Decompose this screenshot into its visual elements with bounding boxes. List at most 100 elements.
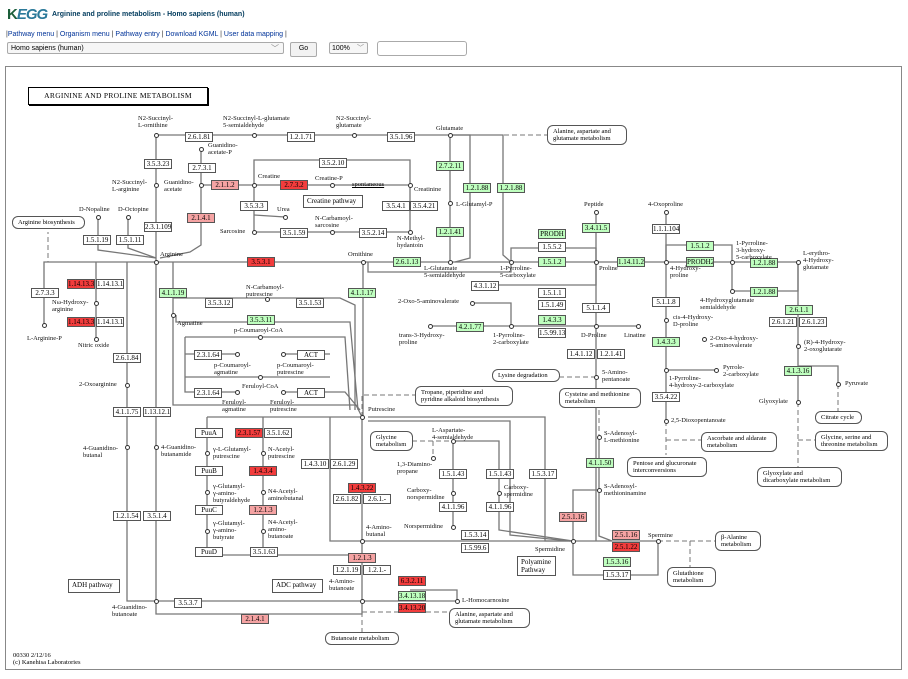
enzyme-box[interactable]: 2.6.1.84 (113, 353, 141, 363)
enzyme-box[interactable]: 1.4.3.4 (249, 466, 277, 476)
compound-node[interactable] (729, 288, 735, 294)
enzyme-box[interactable]: 4.1.1.50 (586, 458, 614, 468)
compound-node[interactable] (359, 414, 365, 420)
enzyme-box[interactable]: 3.5.1.96 (387, 132, 415, 142)
compound-node[interactable] (204, 450, 210, 456)
map-link[interactable]: Tropane, piperidine and pyridine alkaloi… (415, 386, 513, 406)
enzyme-box[interactable]: 4.1.1.17 (348, 288, 376, 298)
compound-node[interactable] (257, 334, 263, 340)
enzyme-box[interactable]: 2.6.1.81 (185, 132, 213, 142)
enzyme-box[interactable]: 1.4.3.22 (348, 483, 376, 493)
enzyme-box[interactable]: 1.14.13.39 (67, 317, 95, 327)
enzyme-box[interactable]: 2.3.1.64 (194, 388, 222, 398)
enzyme-box[interactable]: 1.2.1.3 (348, 553, 376, 563)
compound-node[interactable] (198, 146, 204, 152)
compound-node[interactable] (454, 598, 460, 604)
enzyme-box[interactable]: 2.6.1.23 (799, 317, 827, 327)
compound-node[interactable] (447, 259, 453, 265)
compound-node[interactable] (450, 490, 456, 496)
compound-node[interactable] (251, 132, 257, 138)
enzyme-box[interactable]: 1.5.1.19 (83, 235, 111, 245)
enzyme-box[interactable]: PRODH2 (686, 257, 714, 267)
compound-node[interactable] (593, 209, 599, 215)
enzyme-box[interactable]: 2.1.4.1 (187, 213, 215, 223)
enzyme-box[interactable]: 2.7.3.3 (31, 288, 59, 298)
compound-node[interactable] (153, 598, 159, 604)
compound-node[interactable] (359, 598, 365, 604)
menu-user-data-mapping[interactable]: User data mapping (223, 31, 284, 38)
compound-node[interactable] (124, 444, 130, 450)
map-link[interactable]: Glycine, serine and threonine metabolism (815, 431, 888, 451)
compound-node[interactable] (407, 229, 413, 235)
compound-node[interactable] (260, 450, 266, 456)
enzyme-box[interactable]: 5.1.1.4 (582, 303, 610, 313)
enzyme-box[interactable]: 2.6.1.29 (330, 459, 358, 469)
compound-node[interactable] (153, 132, 159, 138)
compound-node[interactable] (198, 182, 204, 188)
compound-node[interactable] (663, 259, 669, 265)
map-link[interactable]: Cysteine and methionine metabolism (559, 388, 641, 408)
enzyme-box[interactable]: 4.2.1.77 (456, 322, 484, 332)
compound-node[interactable] (280, 351, 286, 357)
organism-select[interactable]: Homo sapiens (human)﹀ (7, 42, 284, 54)
enzyme-box[interactable]: 1.4.1.12 (567, 349, 595, 359)
enzyme-box[interactable]: ACT (297, 388, 325, 398)
enzyme-box[interactable]: 2.3.1.109 (144, 222, 172, 232)
enzyme-box[interactable]: 1.5.1.1 (538, 288, 566, 298)
enzyme-box[interactable]: 3.5.2.14 (359, 228, 387, 238)
enzyme-box[interactable]: 1.2.1.41 (597, 349, 625, 359)
map-link[interactable]: Glutathione metabolism (667, 567, 716, 587)
map-link[interactable]: Glycine metabolism (370, 431, 413, 451)
enzyme-box[interactable]: 1.2.1.41 (436, 227, 464, 237)
enzyme-box[interactable]: 1.14.13.39 (67, 279, 95, 289)
enzyme-box[interactable]: 2.1.4.1 (241, 614, 269, 624)
enzyme-box[interactable]: 4.3.1.12 (471, 281, 499, 291)
compound-node[interactable] (204, 489, 210, 495)
compound-node[interactable] (795, 343, 801, 349)
compound-node[interactable] (447, 132, 453, 138)
map-link[interactable]: Pentose and glucuronate interconversions (627, 457, 707, 477)
compound-node[interactable] (663, 367, 669, 373)
compound-node[interactable] (447, 200, 453, 206)
enzyme-box[interactable]: 3.5.3.11 (247, 315, 275, 325)
enzyme-box[interactable]: 1.5.1.43 (439, 469, 467, 479)
compound-node[interactable] (93, 336, 99, 342)
menu-pathway[interactable]: Pathway menu (7, 31, 55, 38)
compound-node[interactable] (124, 382, 130, 388)
enzyme-box[interactable]: 1.5.1.49 (538, 300, 566, 310)
enzyme-box[interactable]: 1.13.12.1 (143, 407, 171, 417)
compound-node[interactable] (713, 367, 719, 373)
enzyme-box[interactable]: 4.1.1.75 (113, 407, 141, 417)
compound-node[interactable] (264, 296, 270, 302)
compound-node[interactable] (596, 487, 602, 493)
compound-node[interactable] (496, 490, 502, 496)
map-link[interactable]: Ascorbate and aldarate metabolism (701, 432, 777, 452)
pathway-box[interactable]: Creatine pathway (303, 195, 363, 208)
menu-organism[interactable]: Organism menu (59, 31, 110, 38)
enzyme-box[interactable]: 1.5.99.6 (461, 543, 489, 553)
compound-node[interactable] (635, 323, 641, 329)
enzyme-box[interactable]: 1.5.1.43 (486, 469, 514, 479)
compound-node[interactable] (93, 300, 99, 306)
compound-node[interactable] (835, 381, 841, 387)
enzyme-box[interactable]: 6.3.2.11 (398, 576, 426, 586)
enzyme-box[interactable]: 1.14.13.165 (96, 317, 124, 327)
enzyme-box[interactable]: 3.5.3.23 (144, 159, 172, 169)
enzyme-box[interactable]: 2.7.3.2 (280, 180, 308, 190)
enzyme-box[interactable]: 1.5.1.11 (116, 235, 144, 245)
compound-node[interactable] (153, 182, 159, 188)
compound-node[interactable] (430, 455, 436, 461)
enzyme-box[interactable]: 3.5.4.1 (382, 201, 410, 211)
enzyme-box[interactable]: 1.2.1.88 (463, 183, 491, 193)
enzyme-box[interactable]: 3.4.11.5 (582, 223, 610, 233)
enzyme-box[interactable]: 2.7.3.1 (188, 163, 216, 173)
enzyme-box[interactable]: 2.1.1.2 (211, 180, 239, 190)
compound-node[interactable] (663, 317, 669, 323)
compound-node[interactable] (795, 399, 801, 405)
compound-node[interactable] (663, 418, 669, 424)
compound-node[interactable] (508, 259, 514, 265)
compound-node[interactable] (593, 259, 599, 265)
map-link[interactable]: Butanoate metabolism (325, 632, 399, 645)
enzyme-box[interactable]: 1.5.1.2 (686, 241, 714, 251)
enzyme-box[interactable]: 3.5.1.53 (296, 298, 324, 308)
